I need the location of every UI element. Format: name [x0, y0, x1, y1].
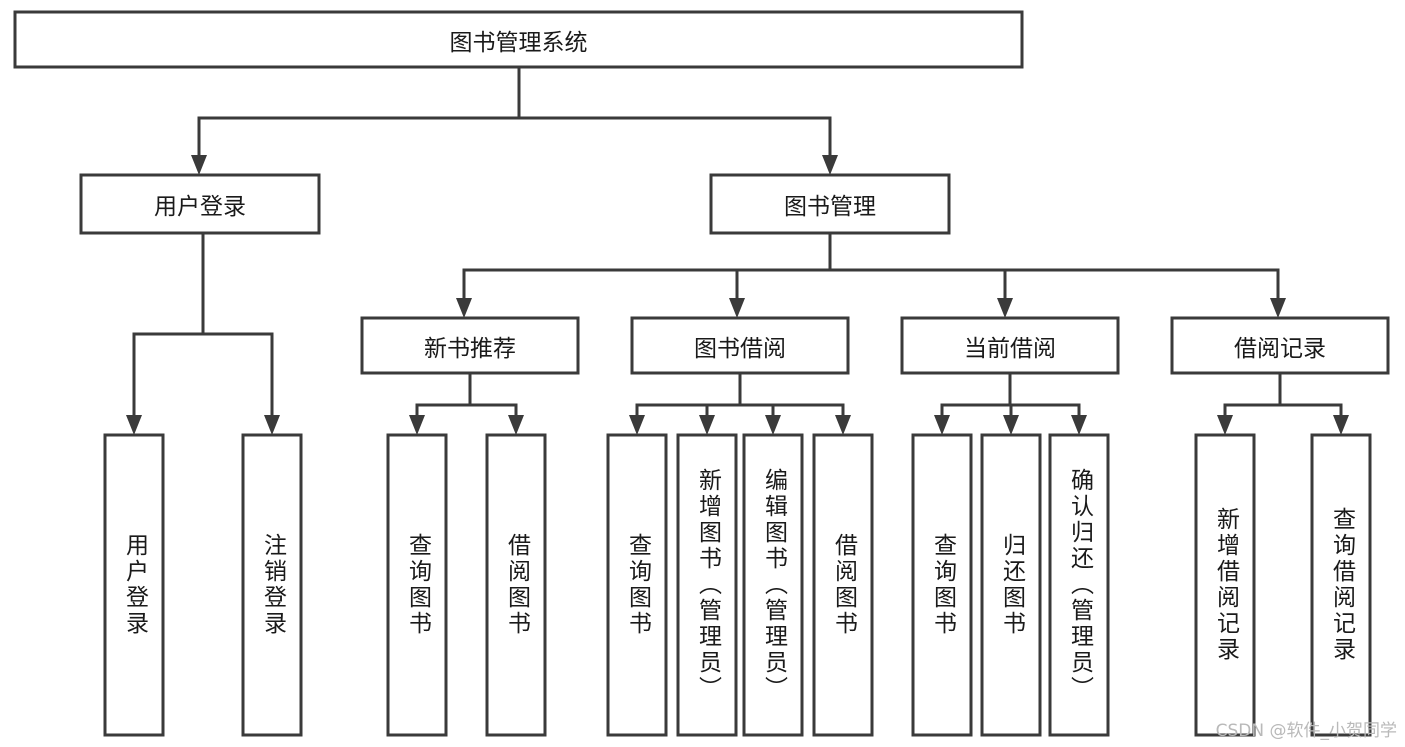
node-leaf-query-book-3-box[interactable]: [911, 433, 973, 737]
node-leaf-return-book-box[interactable]: [980, 433, 1042, 737]
arrow-head-icon-leaf-user-logout: [264, 415, 280, 435]
connector-layer: [126, 65, 1349, 435]
arrow-head-icon-leaf-query-book-1: [409, 415, 425, 435]
arrow-head-icon-leaf-add-book-admin: [699, 415, 715, 435]
node-current-borrow-box[interactable]: [900, 316, 1120, 375]
node-leaf-query-book-1-box[interactable]: [386, 433, 448, 737]
arrow-head-icon-current-borrow: [997, 298, 1013, 318]
node-leaf-user-login-box[interactable]: [103, 433, 165, 737]
node-leaf-user-logout-box[interactable]: [241, 433, 303, 737]
arrow-head-icon-leaf-borrow-book-1: [508, 415, 524, 435]
node-root-box[interactable]: [13, 10, 1024, 69]
arrow-head-icon-user-login: [191, 155, 207, 175]
node-leaf-add-book-admin-box[interactable]: [676, 433, 738, 737]
arrow-head-icon-leaf-user-login: [126, 415, 142, 435]
node-new-book-recommend-box[interactable]: [360, 316, 580, 375]
arrow-head-icon-leaf-return-book: [1003, 415, 1019, 435]
arrow-head-icon-leaf-borrow-book-2: [835, 415, 851, 435]
arrow-head-icon-leaf-confirm-return-admin: [1071, 415, 1087, 435]
arrow-head-icon-leaf-query-book-2: [629, 415, 645, 435]
node-leaf-confirm-return-admin-box[interactable]: [1048, 433, 1110, 737]
arrow-head-icon-leaf-query-borrow-record: [1333, 415, 1349, 435]
arrow-head-icon-book-management: [822, 155, 838, 175]
arrow-head-icon-leaf-query-book-3: [934, 415, 950, 435]
node-user-login-box[interactable]: [79, 173, 321, 235]
node-borrow-record-box[interactable]: [1170, 316, 1390, 375]
node-leaf-query-book-2-box[interactable]: [606, 433, 668, 737]
node-book-borrow-box[interactable]: [630, 316, 850, 375]
arrow-head-icon-leaf-edit-book-admin: [765, 415, 781, 435]
node-leaf-add-borrow-record-box[interactable]: [1194, 433, 1256, 737]
node-leaf-query-borrow-record-box[interactable]: [1310, 433, 1372, 737]
watermark-text: CSDN @软件_小贺同学: [1215, 721, 1397, 741]
node-box-layer: [13, 10, 1390, 737]
arrow-head-icon-borrow-record: [1270, 298, 1286, 318]
arrow-head-icon-book-borrow: [729, 298, 745, 318]
arrow-head-icon-new-book-recommend: [456, 298, 472, 318]
node-leaf-edit-book-admin-box[interactable]: [742, 433, 804, 737]
arrow-head-icon-leaf-add-borrow-record: [1217, 415, 1233, 435]
node-leaf-borrow-book-1-box[interactable]: [485, 433, 547, 737]
node-leaf-borrow-book-2-box[interactable]: [812, 433, 874, 737]
node-book-management-box[interactable]: [709, 173, 951, 235]
